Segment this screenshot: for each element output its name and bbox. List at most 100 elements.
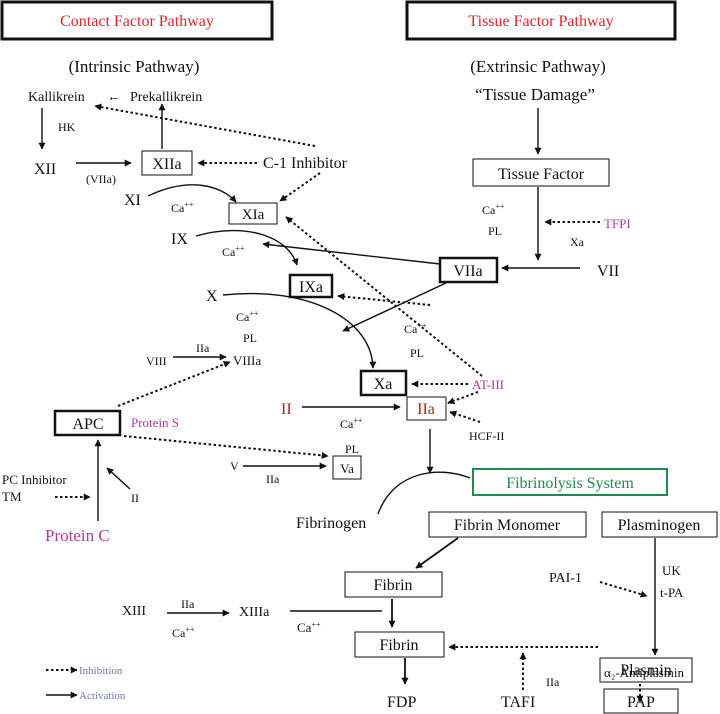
contact-header-title: Contact Factor Pathway (60, 13, 214, 30)
fibrin-label-1: Fibrin (373, 577, 412, 594)
va-box (332, 455, 362, 480)
viia-to-ix-arrow (262, 241, 441, 265)
fibrin-monomer-box (428, 511, 587, 538)
plasmin-label: Plasmin (620, 662, 672, 679)
pai1-inhibition (599, 581, 648, 598)
tm-label: TM (2, 489, 22, 504)
xiia-box (141, 150, 193, 176)
apc-to-viiia-inhibition (117, 361, 231, 407)
pl-tf-label: PL (488, 224, 502, 238)
tissue-factor-label: Tissue Factor (498, 166, 585, 183)
tpa-label: t-PA (660, 585, 684, 600)
ixa-label: IXa (299, 279, 323, 296)
xiia-label: XIIa (152, 156, 181, 173)
iia-v-label: IIa (266, 472, 280, 486)
alpha2-antiplasmin-label: α₂-Antiplasmin (604, 665, 684, 680)
uk-label: UK (662, 563, 681, 578)
iia-xiii-label: IIa (181, 597, 195, 611)
factor-ii-red-label: II (281, 401, 292, 418)
at3-to-ixa-inhibition (337, 293, 431, 306)
contact-header-box (0, 0, 274, 41)
fibrinolysis-label: Fibrinolysis System (506, 475, 634, 492)
monomer-to-fibrin-arrow (415, 537, 459, 569)
factor-viii-label: VIII (146, 354, 167, 368)
viia-paren-label: (VIIa) (86, 172, 116, 186)
xa-label: Xa (374, 376, 393, 393)
tissue-damage-label: “Tissue Damage” (475, 85, 595, 104)
c1-inhibitor-to-kallikrein-inhibition (94, 103, 316, 147)
viia-to-x-arrow (342, 282, 447, 332)
extrinsic-subtitle: (Extrinsic Pathway) (470, 57, 606, 76)
xa-box (359, 369, 408, 397)
ix-to-ixa-curve (195, 229, 299, 266)
at3-to-xia-inhibition (285, 216, 483, 377)
ca-tf-label: Ca++ (482, 202, 505, 217)
hcf2-to-iia-inhibition (449, 410, 481, 423)
factor-xii-label: XII (34, 161, 56, 178)
iia-viii-label: IIa (196, 341, 210, 355)
ca-ii-label: Ca++ (340, 416, 363, 431)
hk-label: HK (58, 120, 76, 134)
fibrin-box-2 (354, 631, 445, 658)
pai1-label: PAI-1 (549, 571, 582, 586)
ca-xiii-label: Ca++ (172, 625, 195, 640)
ixa-box (288, 273, 334, 299)
ii-left-to-pc-arrow (106, 467, 131, 490)
reverse-arrow-glyph: ← (107, 90, 121, 105)
pl-mid-label: PL (410, 346, 424, 360)
hcf-ii-label: HCF-II (469, 429, 504, 443)
fibrin-monomer-label: Fibrin Monomer (454, 517, 561, 534)
x-to-xa-curve (222, 292, 377, 369)
ca-fibrin-label: Ca++ (297, 620, 321, 635)
factor-ii-left-label: II (131, 491, 139, 505)
intrinsic-subtitle: (Intrinsic Pathway) (69, 57, 200, 76)
plasminogen-label: Plasminogen (618, 517, 701, 534)
prekallikrein-label: Prekallikrein (130, 90, 202, 105)
factor-viiia-label: VIIIa (233, 353, 261, 368)
fibrin-box-1 (344, 571, 443, 598)
protein-s-label: Protein S (131, 415, 179, 430)
iia-label: IIa (417, 401, 435, 418)
at-iii-label: AT-III (472, 377, 504, 392)
pl-va-label: PL (345, 442, 359, 456)
xi-to-xia-curve (147, 184, 237, 203)
factor-vii-label: VII (597, 263, 619, 280)
factor-xiiia-label: XIIIa (239, 605, 270, 620)
fibrinogen-curve (377, 471, 471, 515)
pl-x-label: PL (243, 331, 257, 345)
factor-ix-label: IX (171, 231, 188, 248)
c1-inhibitor-to-xia-inhibition (279, 172, 321, 202)
tfpi-label: TFPI (604, 216, 631, 231)
factor-v-label: V (230, 459, 239, 473)
ca-ix-label: Ca++ (222, 244, 245, 259)
legend-activation-label: Activation (79, 690, 126, 702)
factor-xi-label: XI (124, 192, 141, 209)
va-label: Va (340, 461, 354, 476)
apc-box (53, 409, 122, 437)
tissue-factor-box (472, 158, 610, 187)
xa-tfpi-label: Xa (570, 235, 585, 249)
c1-inhibitor-label: C-1 Inhibitor (263, 155, 348, 172)
factor-x-label: X (206, 288, 218, 305)
fdp-label: FDP (387, 694, 416, 711)
tissue-header-title: Tissue Factor Pathway (468, 13, 613, 30)
tafi-label: TAFI (501, 694, 535, 711)
kallikrein-label: Kallikrein (28, 90, 85, 105)
iia-tafi-label: IIa (546, 675, 560, 689)
legend-inhibition-label: Inhibition (79, 665, 123, 677)
fibrinogen-label: Fibrinogen (296, 515, 366, 532)
iia-box (406, 396, 447, 421)
pc-inhibitor-label: PC Inhibitor (2, 472, 67, 487)
fibrin-label-2: Fibrin (379, 637, 418, 654)
ca-xi-label: Ca++ (171, 200, 194, 215)
apc-to-va-inhibition (123, 435, 329, 459)
plasminogen-box (601, 511, 718, 538)
factor-xiii-label: XIII (122, 604, 146, 619)
viia-box (438, 256, 499, 284)
tissue-header-box (405, 0, 677, 41)
apc-label: APC (72, 416, 103, 433)
at3-to-iia-inhibition (447, 391, 479, 405)
protein-c-label: Protein C (45, 526, 110, 545)
